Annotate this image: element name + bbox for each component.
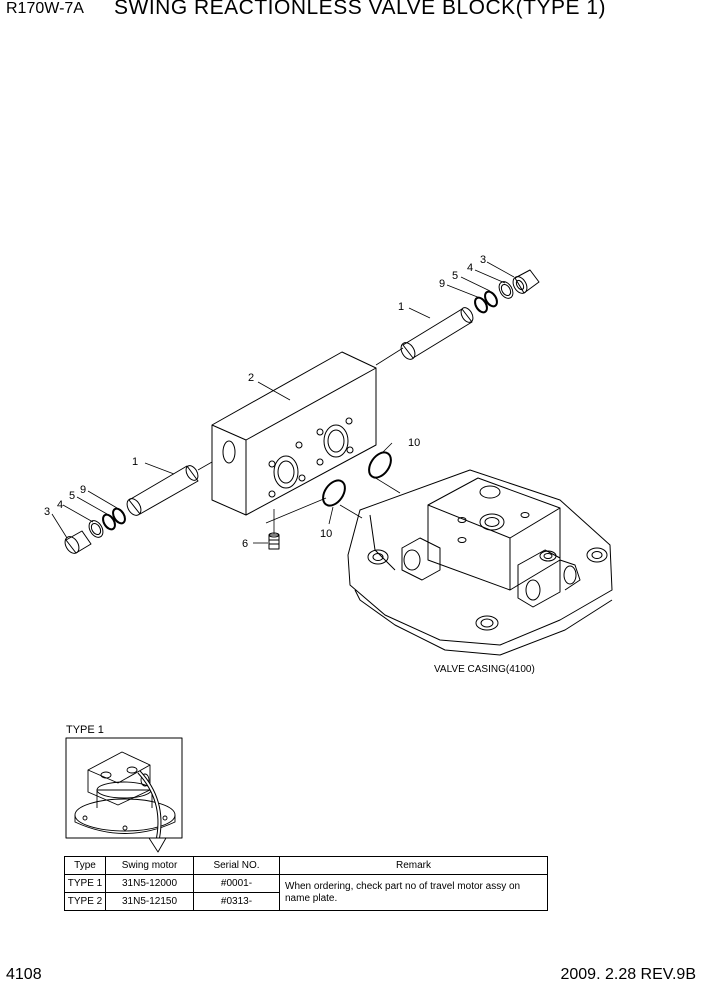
callout-10-lower: 10	[320, 528, 332, 540]
lower-plug-drawing	[64, 530, 92, 554]
upper-backup-ring-drawing	[498, 281, 514, 299]
valve-casing-drawing	[347, 469, 613, 656]
header-serial-no: Serial NO.	[193, 856, 280, 875]
callout-4-lower: 4	[57, 499, 63, 511]
callout-5-lower: 5	[69, 490, 75, 502]
cell-motor: 31N5-12000	[105, 874, 194, 893]
cell-type: TYPE 2	[64, 892, 106, 911]
o-ring-10-drawing	[322, 451, 392, 507]
table-row: TYPE 2 31N5-12150 #0313-	[64, 892, 548, 911]
model-code: R170W-7A	[6, 0, 84, 17]
valve-casing-label: VALVE CASING(4100)	[434, 664, 535, 675]
callout-10-upper: 10	[408, 437, 420, 449]
callout-2: 2	[248, 372, 254, 384]
callout-6: 6	[242, 538, 248, 550]
type1-motor-thumbnail	[74, 751, 176, 853]
callout-9-lower: 9	[80, 484, 86, 496]
cell-serial: #0313-	[193, 892, 280, 911]
callout-3-upper: 3	[480, 254, 486, 266]
callout-1-upper: 1	[398, 301, 404, 313]
callout-1-lower: 1	[132, 456, 138, 468]
type-inset-label: TYPE 1	[66, 724, 104, 736]
assembly-lines	[51, 261, 515, 544]
revision-date: 2009. 2.28 REV.9B	[560, 966, 696, 983]
cell-type: TYPE 1	[64, 874, 106, 893]
table-header-row: Type Swing motor Serial NO. Remark	[64, 856, 548, 875]
callout-5-upper: 5	[452, 270, 458, 282]
upper-sleeve-drawing	[400, 307, 474, 360]
cell-serial: #0001-	[193, 874, 280, 893]
valve-block-drawing	[211, 351, 377, 516]
page-number: 4108	[6, 966, 42, 983]
upper-o-rings-drawing	[474, 290, 498, 314]
header-remark: Remark	[279, 856, 548, 875]
table-row: TYPE 1 31N5-12000 #0001- When ordering, …	[64, 874, 548, 911]
cell-motor: 31N5-12150	[105, 892, 194, 911]
header-swing-motor: Swing motor	[105, 856, 194, 875]
lower-o-rings-drawing	[102, 507, 126, 531]
type1-inset-frame	[65, 737, 183, 839]
lower-sleeve-drawing	[126, 465, 199, 516]
callout-4-upper: 4	[467, 262, 473, 274]
small-plug-drawing	[268, 532, 280, 550]
type-info-table: Type Swing motor Serial NO. Remark TYPE …	[64, 856, 548, 911]
callout-9-upper: 9	[439, 278, 445, 290]
callout-3-lower: 3	[44, 506, 50, 518]
upper-plug-drawing	[512, 269, 540, 294]
cell-remark: When ordering, check part no of travel m…	[279, 874, 548, 911]
page-title: SWING REACTIONLESS VALVE BLOCK(TYPE 1)	[114, 0, 607, 19]
header-type: Type	[64, 856, 106, 875]
